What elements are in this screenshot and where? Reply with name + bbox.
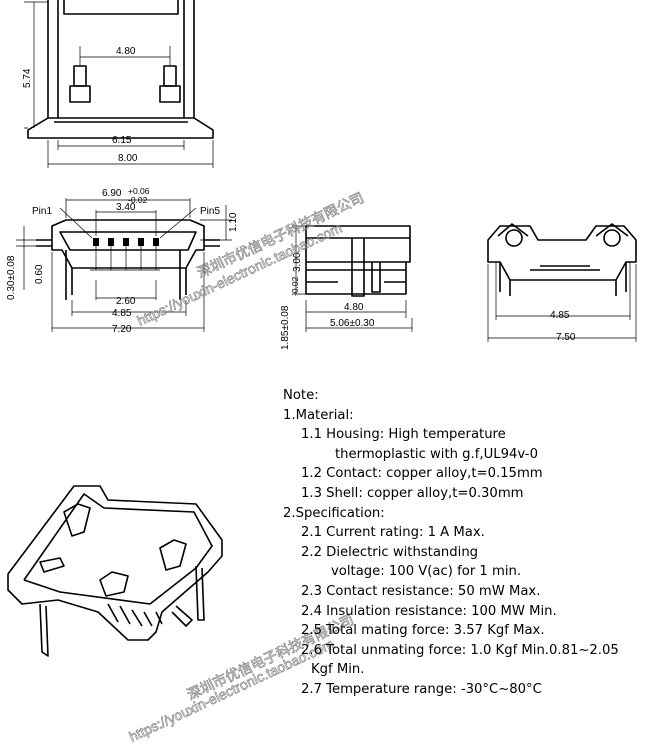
material-2: 1.2 Contact: copper alloy,t=0.15mm	[301, 466, 543, 482]
dim-3-40: 3.40	[116, 202, 136, 213]
dim-3-00: 3.00	[292, 252, 303, 272]
material-1-line1: 1.1 Housing: High temperature	[301, 427, 506, 443]
material-heading: 1.Material:	[283, 407, 354, 423]
isometric-view	[7, 485, 223, 657]
dim-5-74: 5.74	[22, 68, 33, 88]
dim-7-50: 7.50	[556, 332, 576, 343]
side-view: 3.00 1.85±0.08 -0.02 4.80 5.06±0.30	[280, 225, 413, 350]
spec-1: 2.1 Current rating: 1 A Max.	[301, 525, 485, 541]
dim-8-00: 8.00	[118, 153, 138, 164]
dim-1-10: 1.10	[228, 212, 239, 232]
dim-6-15: 6.15	[112, 135, 132, 146]
dim-0-60: 0.60	[34, 264, 45, 284]
top-view: 4.80 5.74 6.15 8.00	[22, 0, 214, 168]
dim-4-85-front: 4.85	[112, 308, 132, 319]
material-1-line2: thermoplastic with g.f,UL94v-0	[335, 446, 538, 462]
label-pin1: Pin1	[32, 206, 52, 217]
spec-7: 2.7 Temperature range: -30°C~80°C	[301, 681, 542, 697]
dim-6-90-tol-plus: +0.06	[128, 186, 150, 196]
dim-2-60: 2.60	[116, 296, 136, 307]
dim-0-30: 0.30±0.08	[6, 255, 17, 300]
rear-view: 4.85 7.50	[487, 223, 637, 343]
dim-4-85-rear: 4.85	[550, 310, 570, 321]
material-3: 1.3 Shell: copper alloy,t=0.30mm	[301, 485, 524, 501]
dim-7-20: 7.20	[112, 324, 132, 335]
spec-2-line2: voltage: 100 V(ac) for 1 min.	[331, 564, 522, 580]
dim-4-80-side: 4.80	[344, 302, 364, 313]
notes-title: Note:	[283, 388, 319, 403]
specification-notes: Note: 1.Material: 1.1 Housing: High temp…	[283, 386, 671, 700]
spec-6-line1: 2.6 Total unmating force: 1.0 Kgf Min.0.…	[301, 642, 619, 658]
dim-1-85: 1.85±0.08	[280, 305, 291, 350]
spec-2-line1: 2.2 Dielectric withstanding	[301, 544, 479, 560]
spec-3: 2.3 Contact resistance: 50 mW Max.	[301, 583, 541, 599]
dim-6-90: 6.90	[102, 188, 122, 199]
specification-heading: 2.Specification:	[283, 505, 385, 521]
dim-5-06: 5.06±0.30	[330, 318, 375, 329]
dim-1-85-tol: -0.02	[290, 276, 300, 296]
spec-6-line2: Kgf Min.	[311, 662, 365, 678]
front-view: 6.90 +0.06 -0.02 3.40 Pin1 Pin5 1.10 0.3…	[6, 186, 239, 335]
dim-4-80-top: 4.80	[116, 46, 136, 57]
label-pin5: Pin5	[200, 206, 220, 217]
spec-5: 2.5 Total mating force: 3.57 Kgf Max.	[301, 623, 545, 639]
spec-4: 2.4 Insulation resistance: 100 MW Min.	[301, 603, 557, 619]
dim-6-90-tol-minus: -0.02	[128, 195, 148, 205]
